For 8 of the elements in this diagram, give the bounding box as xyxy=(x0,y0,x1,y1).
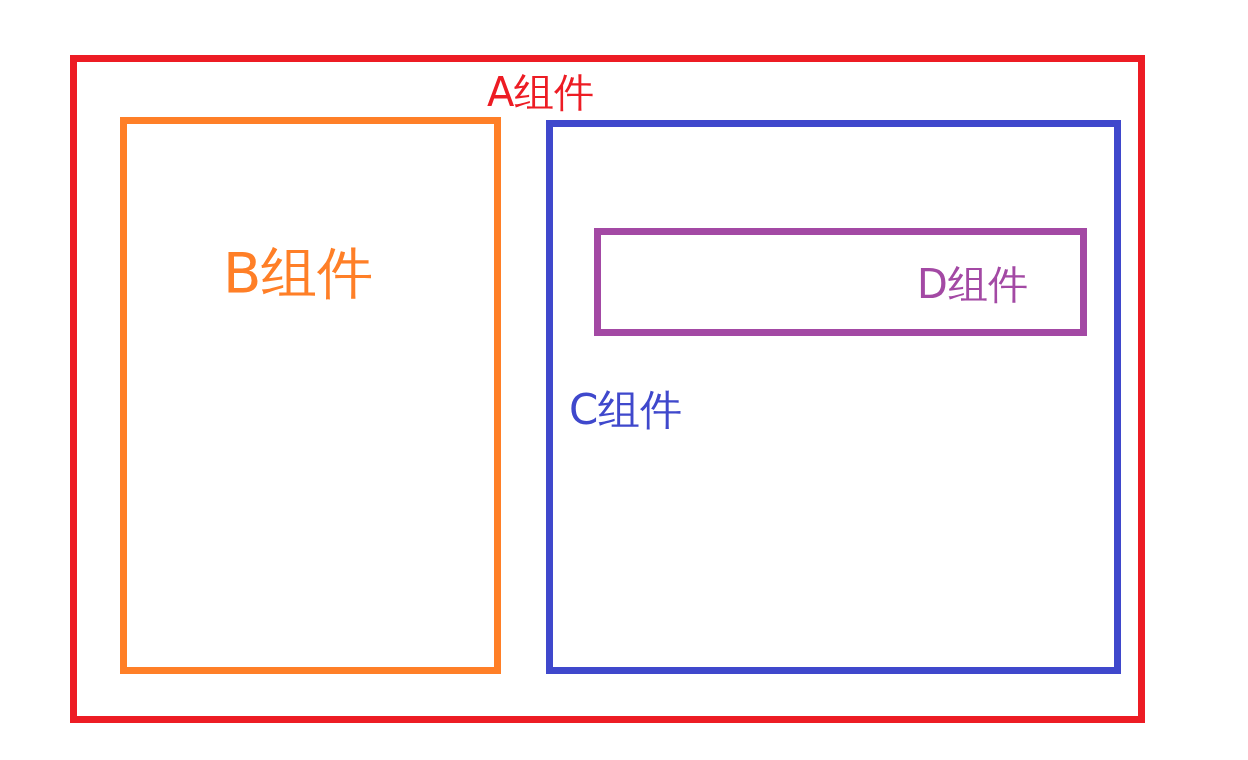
component-label: A组件 xyxy=(487,70,595,114)
component-label: B组件 xyxy=(223,242,374,304)
component-frame xyxy=(70,55,1145,723)
component-frame xyxy=(120,117,501,674)
component-frame xyxy=(594,228,1087,336)
component-label: D组件 xyxy=(917,262,1028,306)
component-frame xyxy=(546,120,1121,674)
component-label: C组件 xyxy=(569,387,683,434)
